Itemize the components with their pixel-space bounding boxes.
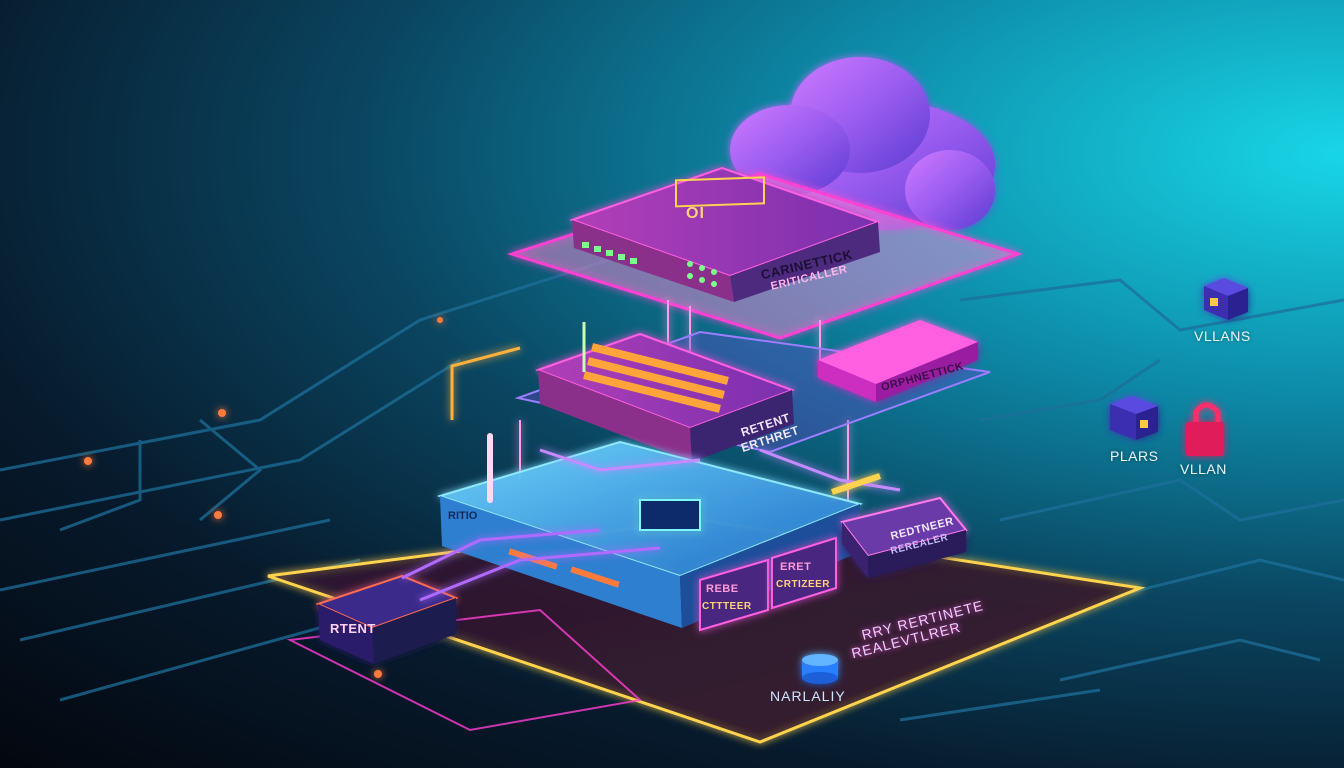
cube-icon	[1204, 278, 1248, 320]
port-leds	[582, 242, 717, 287]
core-device	[568, 166, 881, 302]
trace	[0, 518, 331, 592]
legend-icons	[1110, 278, 1248, 456]
trace	[959, 278, 1344, 332]
right-module	[840, 496, 968, 578]
switch-tag: RITIO	[448, 510, 478, 522]
rack-mid-label-2: CRTIZEER	[776, 579, 830, 590]
left-box	[315, 574, 459, 664]
legend-label-plars: PLARS	[1110, 448, 1159, 464]
trace-node	[218, 409, 226, 417]
trace	[0, 248, 641, 472]
trace	[979, 358, 1161, 422]
trace-node	[374, 670, 382, 678]
legend-label-vllan: VLLAN	[1180, 461, 1227, 477]
legend-label-vllans: VLLANS	[1194, 328, 1251, 344]
trace-node	[214, 511, 222, 519]
trace	[1099, 558, 1344, 602]
trace	[59, 440, 142, 532]
trace	[1059, 638, 1321, 682]
trace-node	[437, 317, 443, 323]
trace	[199, 418, 263, 522]
cube-icon	[1110, 396, 1158, 440]
rack-modules	[699, 536, 837, 632]
lock-icon	[1186, 402, 1224, 456]
rack-left-label-2: CTTTEER	[702, 601, 752, 612]
led-matrix	[583, 343, 729, 413]
circuit-traces	[0, 248, 1344, 722]
trace	[999, 478, 1344, 522]
trace-node	[84, 457, 92, 465]
floor-plate-inner	[286, 608, 643, 732]
top-right-block	[818, 320, 978, 402]
database-label: NARLALIY	[770, 688, 846, 704]
middle-device	[535, 322, 795, 462]
core-device-display: OI	[686, 205, 705, 222]
left-box-label: RTENT	[330, 621, 376, 636]
rack-left-label-1: REBE	[706, 583, 739, 595]
chip-icon	[639, 499, 701, 531]
database-icon	[802, 654, 838, 684]
rack-mid-label-1: ERET	[780, 561, 812, 573]
trace	[899, 688, 1101, 722]
trace-nodes	[84, 317, 443, 678]
trace	[0, 358, 461, 522]
cables	[401, 346, 901, 602]
